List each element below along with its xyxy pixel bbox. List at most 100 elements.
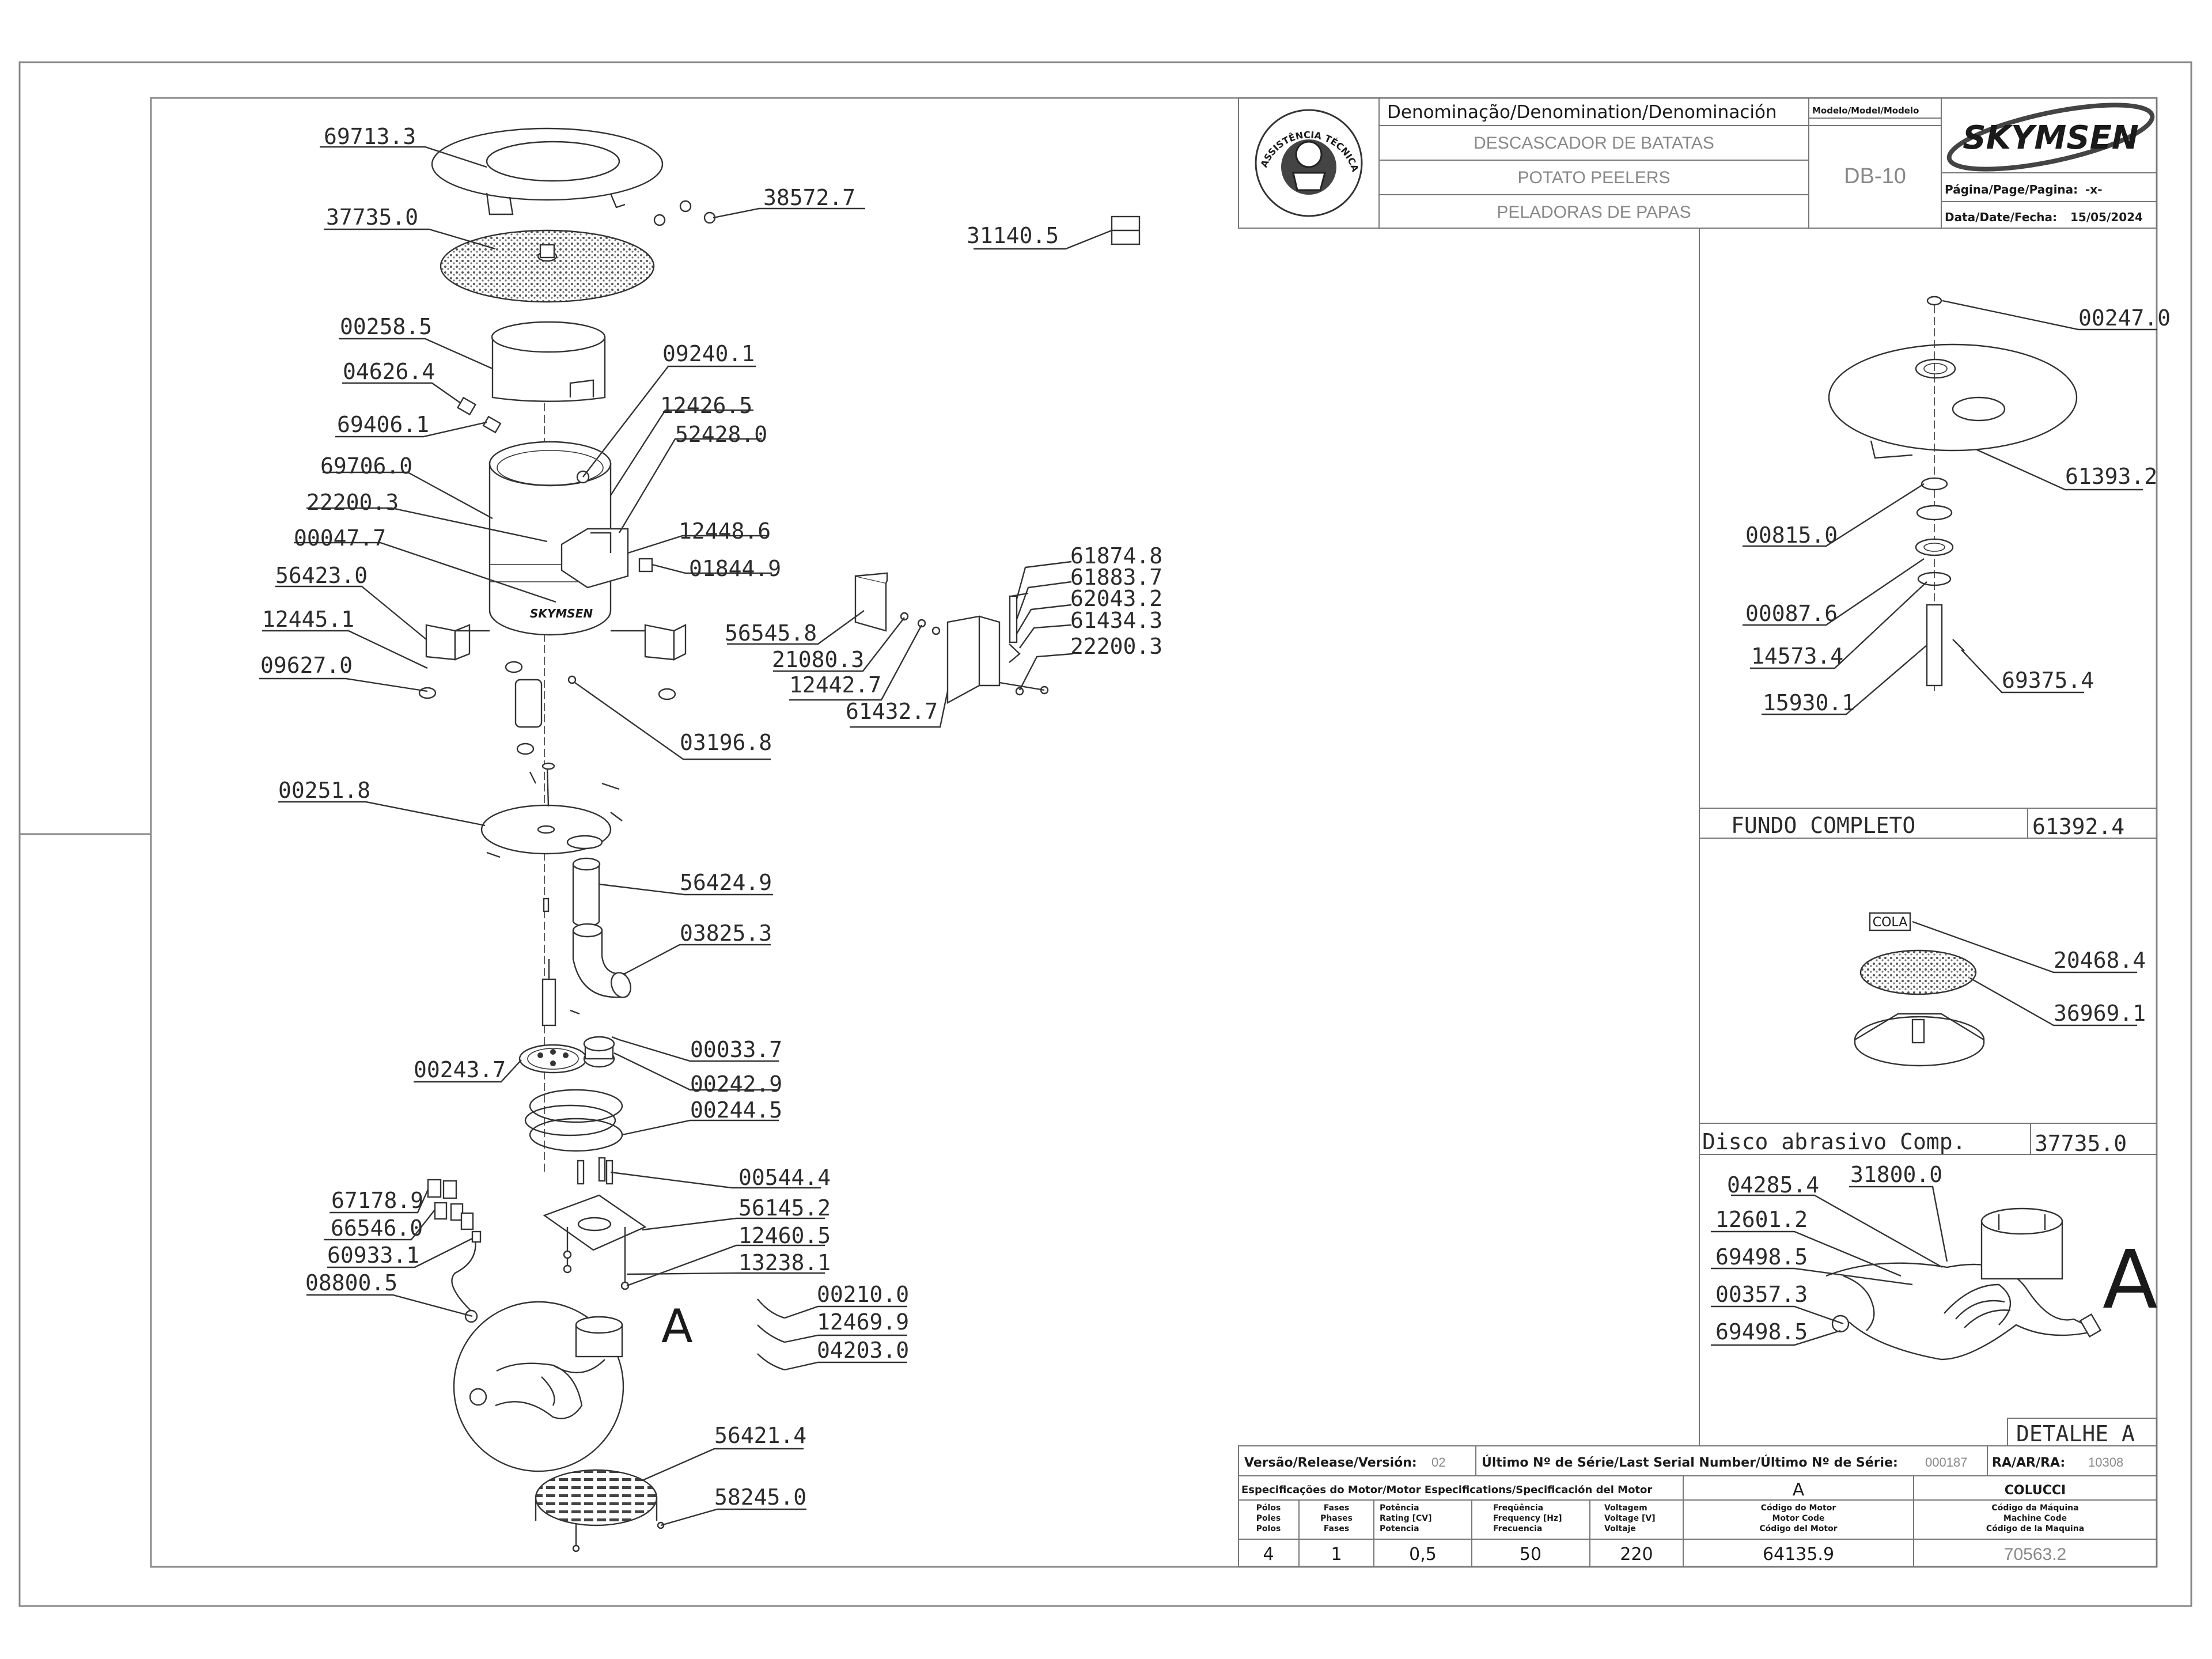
disco-caption: Disco abrasivo Comp. [1702,1129,1966,1154]
part-label: 00251.8 [278,778,370,803]
part-label: 56545.8 [725,620,817,646]
part-label: 04626.4 [343,359,435,384]
part-label: 56421.4 [714,1423,806,1448]
part-label: 61393.2 [2065,464,2157,489]
part-label: 37735.0 [326,204,418,230]
bowl-brand: SKYMSEN [530,607,593,620]
model-value: DB-10 [1844,164,1906,188]
main-exploded-view: SKYMSEN [418,127,1141,1552]
part-label: 12469.9 [817,1309,909,1335]
part-label: 67178.9 [331,1188,423,1213]
fundo-code: 61392.4 [2032,814,2124,839]
disco-labels: 20468.4 36969.1 [2054,948,2146,1026]
spec-values: 4 1 0,5 50 220 64135.9 70563.2 [1263,1544,2066,1565]
part-label: 09627.0 [260,653,353,678]
part-label: 04285.4 [1727,1172,1819,1198]
part-label: 00357.3 [1715,1282,1808,1307]
part-label: 00244.5 [690,1097,782,1123]
name-pt: DESCASCADOR DE BATATAS [1474,134,1714,153]
part-label: 00243.7 [414,1057,506,1082]
part-label: 00210.0 [817,1282,909,1307]
part-label: 14573.4 [1751,643,1843,669]
detail-a-letter: A [2103,1233,2158,1327]
disco-code: 37735.0 [2035,1131,2127,1156]
serial-value: 000187 [1925,1455,1967,1469]
part-label: 61883.7 [1070,565,1162,590]
fundo-leaders [1743,300,2157,715]
part-label: 69713.3 [324,124,416,149]
denomination-header: Denominação/Denomination/Denominación [1387,102,1777,123]
name-en: POTATO PEELERS [1517,168,1670,187]
main-part-labels: 69713.3 37735.0 38572.7 31140.5 00258.5 … [260,124,1162,1510]
part-label: 31800.0 [1850,1162,1942,1187]
part-label: 36969.1 [2054,1001,2146,1026]
part-label: 00544.4 [738,1165,831,1190]
part-label: 69706.0 [320,453,412,479]
motor-spec-label: Especificações do Motor/Motor Especifica… [1241,1484,1652,1496]
spec-phases: 1 [1331,1544,1342,1565]
view-a-marker: A [661,1300,693,1353]
part-label: 56424.9 [680,870,772,895]
fundo-labels: 00247.0 61393.2 00815.0 00087.6 14573.4 … [1745,305,2171,715]
detail-a-caption-box: DETALHE A [2007,1418,2157,1446]
part-label: 01844.9 [689,556,781,581]
part-label: 20468.4 [2054,948,2146,973]
part-label: 61432.7 [846,699,938,724]
spec-poles: 4 [1263,1544,1274,1565]
part-label: 21080.3 [772,647,864,672]
seal-text: ASSISTÊNCIA TÉCNICA AUTORIZADA [0,0,1361,173]
fundo-caption: FUNDO COMPLETO [1731,813,1915,838]
detail-a-caption: DETALHE A [2016,1421,2135,1446]
model-header: Modelo/Model/Modelo [1812,105,1919,116]
part-label: 00247.0 [2078,305,2171,331]
detail-a-leaders [1711,1185,1948,1346]
fundo-caption-box: FUNDO COMPLETO 61392.4 [1699,808,2157,839]
motor-type: A [1793,1480,1805,1500]
part-label: 00258.5 [340,314,432,339]
part-label: 03196.8 [680,730,772,755]
part-label: 13238.1 [738,1250,831,1275]
ra-label: RA/AR/RA: [1992,1456,2065,1470]
part-label: 00242.9 [690,1071,782,1097]
part-label: 00815.0 [1745,522,1838,548]
drawing-frame [150,97,2158,1568]
part-label: 61434.3 [1070,608,1162,633]
part-label: 56423.0 [275,563,368,588]
part-label: 66546.0 [331,1215,423,1241]
skymsen-logo: SKYMSEN [1946,103,2155,172]
detail-a-labels: 31800.0 04285.4 12601.2 69498.5 00357.3 … [1715,1162,1942,1344]
page-label: Página/Page/Pagina: [1945,183,2078,196]
authorized-service-seal: ASSISTÊNCIA TÉCNICA AUTORIZADA [0,0,1363,217]
part-label: 60933.1 [327,1243,419,1268]
ra-value: 10308 [2088,1455,2123,1469]
spec-motor-code: 64135.9 [1763,1544,1834,1565]
version-value: 02 [1431,1455,1445,1469]
cola-label: COLA [1873,915,1908,930]
date-value: 15/05/2024 [2070,210,2143,224]
part-label: 12601.2 [1715,1207,1808,1232]
part-label: 12445.1 [262,607,354,632]
part-label: 31140.5 [967,223,1059,248]
part-label: 08800.5 [305,1270,397,1296]
part-label: 00087.6 [1745,601,1838,626]
part-label: 00047.7 [294,525,386,551]
serial-label: Último Nº de Série/Last Serial Number/Úl… [1482,1455,1898,1470]
detail-disco-abrasivo: COLA [1854,912,1985,1067]
part-label: 38572.7 [763,185,855,210]
part-label: 00033.7 [690,1037,782,1062]
detail-fundo-completo [1828,296,2078,691]
spec-table [1238,1445,2157,1567]
spec-voltage: 220 [1620,1544,1653,1565]
date-label: Data/Date/Fecha: [1945,210,2057,224]
spec-rating: 0,5 [1409,1544,1437,1565]
part-label: 69498.5 [1715,1319,1808,1344]
part-label: 56145.2 [738,1195,831,1221]
